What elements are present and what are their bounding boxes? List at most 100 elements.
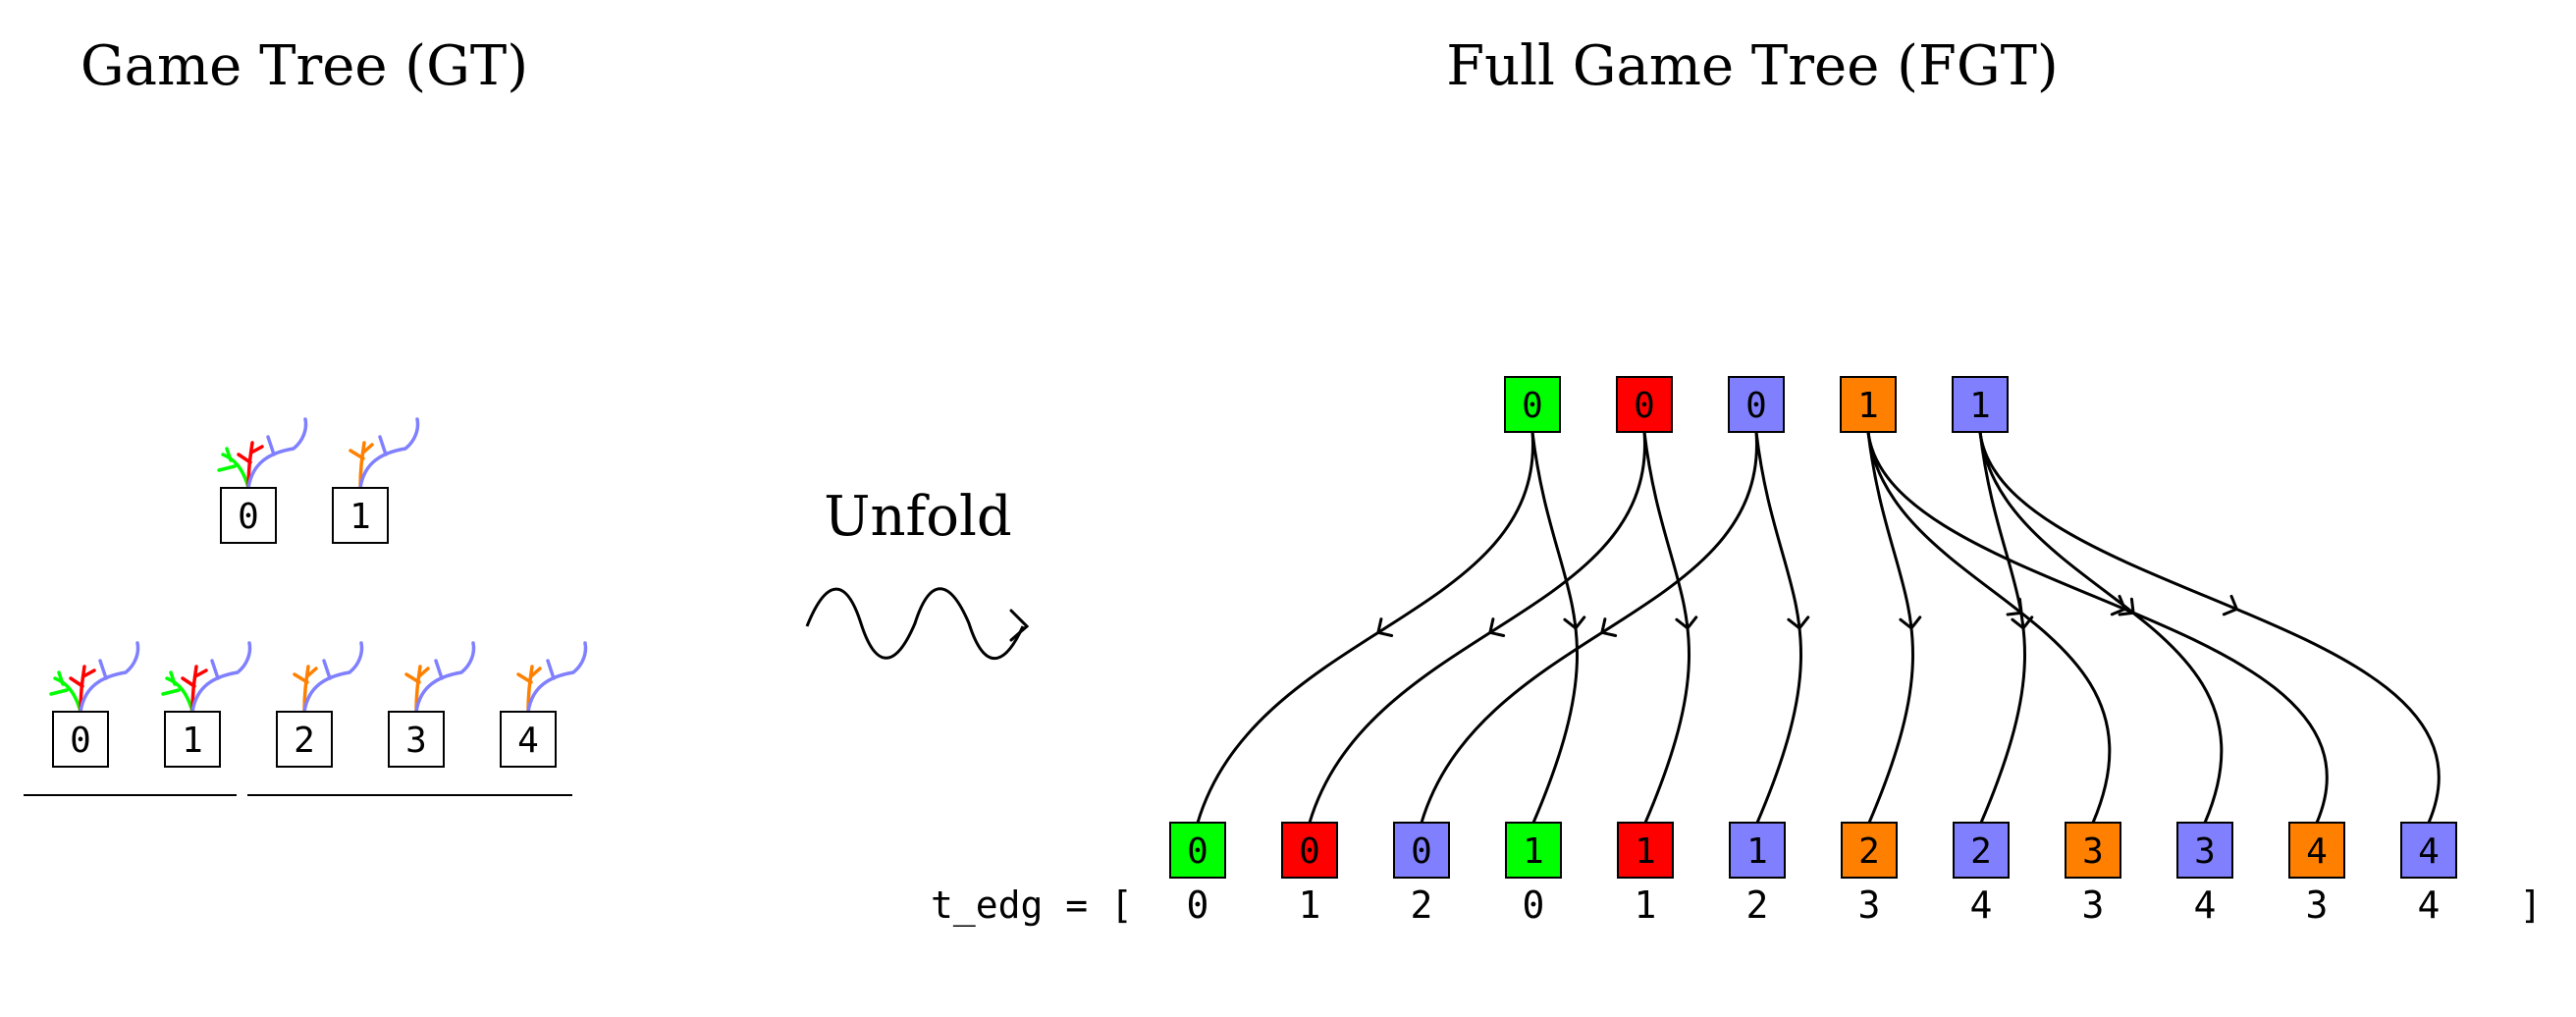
fgt-edge-7 (1978, 431, 2027, 824)
fgt-edge-5 (1754, 431, 1803, 824)
fgt-top-node-1: 0 (1616, 376, 1673, 433)
fgt-top-node-4: 1 (1952, 376, 2009, 433)
fgt-top-node-4-label: 1 (1969, 386, 1991, 426)
fgt-edge-3 (1530, 431, 1580, 824)
t-edg-value-1: 1 (1299, 883, 1321, 927)
gt-bottom-node-4: 4 (500, 641, 588, 768)
branch-blue-icon (526, 641, 588, 714)
fgt-edge-arrow-3 (1563, 616, 1586, 631)
gt-node-box (276, 711, 333, 768)
fgt-bottom-node-9: 3 (2176, 822, 2233, 879)
gt-node-box (220, 487, 277, 544)
fgt-edge-arrow-6 (1899, 616, 1922, 631)
fgt-top-node-3-label: 1 (1857, 386, 1879, 426)
fgt-bottom-node-3-box (1505, 822, 1562, 879)
t-edg-value-0: 0 (1187, 883, 1209, 927)
t-edg-value-10: 3 (2306, 883, 2329, 927)
fgt-bottom-node-2-box (1393, 822, 1450, 879)
gt-top-node-1: 1 (332, 417, 420, 544)
fgt-top-node-0: 0 (1504, 376, 1561, 433)
fgt-edge-6 (1866, 431, 1915, 824)
fgt-bottom-node-9-label: 3 (2194, 831, 2216, 872)
fgt-bottom-node-0-label: 0 (1187, 831, 1208, 872)
full-game-tree-edges (1196, 431, 2441, 824)
fgt-bottom-node-0-box (1169, 822, 1226, 879)
fgt-bottom-node-11-box (2400, 822, 2457, 879)
gt-node-box (388, 711, 445, 768)
fgt-bottom-node-6-box (1841, 822, 1898, 879)
branch-blue-icon (190, 641, 252, 714)
fgt-edge-arrow-5 (1787, 616, 1810, 631)
fgt-top-node-2-label: 0 (1745, 386, 1767, 426)
game-tree: 0 1 0 1 2 3 4 (24, 417, 588, 796)
gt-title: Game Tree (GT) (80, 34, 528, 98)
gt-node-label: 1 (349, 497, 371, 537)
fgt-bottom-node-8-label: 3 (2082, 831, 2104, 872)
fgt-bottom-node-9-box (2176, 822, 2233, 879)
fgt-edge-10 (1866, 431, 2329, 824)
fgt-bottom-node-7-box (1953, 822, 2010, 879)
branch-green-icon (161, 670, 194, 714)
fgt-bottom-node-7: 2 (1953, 822, 2010, 879)
gt-node-box (500, 711, 557, 768)
fgt-bottom-node-1: 0 (1281, 822, 1338, 879)
fgt-bottom-node-5-label: 1 (1746, 831, 1768, 872)
fgt-top-node-4-box (1952, 376, 2009, 433)
branch-green-icon (217, 447, 250, 490)
fgt-title: Full Game Tree (FGT) (1446, 34, 2059, 98)
gt-bottom-node-0: 0 (49, 641, 140, 768)
t-edg-prefix: t_edg = [ (931, 883, 1133, 928)
fgt-edge-9 (1978, 431, 2224, 824)
t-edg-value-6: 3 (1858, 883, 1881, 927)
fgt-top-node-2-box (1728, 376, 1785, 433)
fgt-edge-1 (1308, 431, 1646, 824)
gt-node-label: 0 (70, 721, 91, 761)
fgt-top-node-0-label: 0 (1522, 386, 1543, 426)
fgt-bottom-node-6-label: 2 (1858, 831, 1880, 872)
t-edg-value-9: 4 (2194, 883, 2217, 927)
branch-blue-icon (302, 641, 364, 714)
fgt-bottom-node-10-label: 4 (2306, 831, 2328, 872)
fgt-edge-2 (1420, 431, 1758, 824)
fgt-top-node-3-box (1840, 376, 1897, 433)
fgt-edge-11 (1978, 431, 2441, 824)
gt-node-label: 1 (182, 721, 203, 761)
branch-blue-icon (246, 417, 308, 490)
t-edg-value-4: 1 (1635, 883, 1657, 927)
t-edg-value-3: 0 (1523, 883, 1545, 927)
fgt-bottom-node-0: 0 (1169, 822, 1226, 879)
gt-bottom-node-3: 3 (388, 641, 476, 768)
fgt-bottom-node-11: 4 (2400, 822, 2457, 879)
fgt-bottom-node-11-label: 4 (2418, 831, 2440, 872)
fgt-top-node-3: 1 (1840, 376, 1897, 433)
t-edg-value-11: 4 (2418, 883, 2441, 927)
fgt-bottom-node-5: 1 (1729, 822, 1786, 879)
fgt-bottom-node-10-box (2288, 822, 2345, 879)
branch-green-icon (49, 670, 82, 714)
fgt-edge-arrow-0 (1376, 617, 1394, 637)
fgt-bottom-node-4: 1 (1617, 822, 1674, 879)
fgt-bottom-node-8: 3 (2065, 822, 2121, 879)
t-edg-value-8: 3 (2082, 883, 2105, 927)
fgt-bottom-node-1-box (1281, 822, 1338, 879)
gt-bottom-node-2: 2 (276, 641, 364, 768)
gt-node-label: 0 (238, 497, 259, 537)
unfold-arrowhead (1009, 609, 1030, 642)
t-edg-value-7: 4 (1970, 883, 1993, 927)
gt-node-label: 3 (405, 721, 427, 761)
fgt-bottom-node-3: 1 (1505, 822, 1562, 879)
gt-node-box (52, 711, 109, 768)
fgt-bottom-node-4-label: 1 (1635, 831, 1656, 872)
gt-node-box (332, 487, 389, 544)
gt-node-label: 2 (294, 721, 315, 761)
fgt-top-node-1-label: 0 (1634, 386, 1655, 426)
branch-blue-icon (358, 417, 420, 490)
gt-node-label: 4 (517, 721, 539, 761)
fgt-bottom-node-5-box (1729, 822, 1786, 879)
fgt-bottom-node-8-box (2065, 822, 2121, 879)
fgt-top-node-0-box (1504, 376, 1561, 433)
fgt-edge-0 (1196, 431, 1534, 824)
